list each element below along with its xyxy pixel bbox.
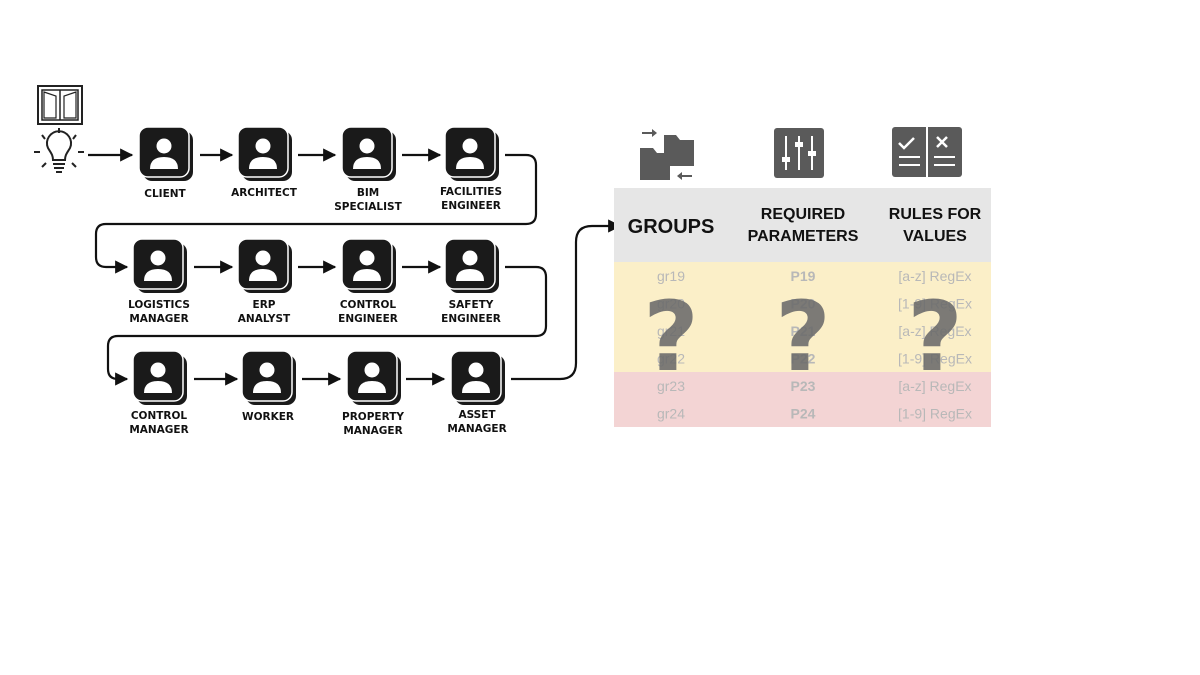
table-cell: [a-z] RegEx — [898, 323, 971, 339]
table-cell: P20 — [791, 296, 816, 312]
role-nodes: CLIENT ARCHITECT BIM SPECIALIST FACILITIES EN… — [128, 126, 507, 437]
role-label: MANAGER — [343, 425, 402, 437]
role-node-safety-engineer: SAFETY ENGINEER — [441, 238, 501, 325]
table-cell: P21 — [791, 323, 816, 339]
table-header-background — [614, 188, 991, 262]
table-cell: P22 — [791, 351, 816, 367]
user-card-icon — [132, 238, 187, 293]
table-row: gr22 P22 [1-9] RegEx — [614, 344, 991, 372]
role-node-control-engineer: CONTROL ENGINEER — [338, 238, 398, 325]
role-label: ERP — [253, 299, 276, 311]
column-header: GROUPS — [628, 216, 715, 238]
connector-arrow — [94, 153, 538, 274]
user-card-icon — [341, 126, 396, 181]
role-label: CLIENT — [144, 188, 186, 200]
question-mark-overlay: ? — [643, 281, 699, 393]
column-header: VALUES — [903, 228, 967, 245]
role-label: ENGINEER — [441, 313, 501, 325]
user-card-icon — [341, 238, 396, 293]
role-label: MANAGER — [447, 423, 506, 435]
role-label: ARCHITECT — [231, 187, 298, 199]
table-cell: [a-z] RegEx — [898, 378, 971, 394]
role-label: ENGINEER — [441, 200, 501, 212]
table-cell: gr19 — [657, 268, 685, 284]
role-label: PROPERTY — [342, 411, 404, 423]
table-cell: gr24 — [657, 406, 685, 422]
table-row: gr23 P23 [a-z] RegEx — [614, 372, 991, 400]
role-label: MANAGER — [129, 424, 188, 436]
window-icon — [37, 85, 83, 125]
connector-arrow — [106, 265, 548, 386]
connector-arrow — [511, 219, 622, 381]
role-node-erp-analyst: ERP ANALYST — [237, 238, 292, 325]
table-cell: [1-9] RegEx — [898, 351, 972, 367]
role-label: SAFETY — [449, 299, 494, 311]
role-node-control-manager: CONTROL MANAGER — [129, 350, 189, 436]
user-card-icon — [241, 350, 296, 405]
table-cell: P24 — [791, 406, 816, 422]
column-header: REQUIRED — [761, 206, 845, 223]
role-label: ASSET — [458, 409, 496, 421]
question-mark-overlay: ? — [775, 281, 831, 393]
user-card-icon — [132, 350, 187, 405]
role-label: MANAGER — [129, 313, 188, 325]
table-cell: [1-9] RegEx — [898, 406, 972, 422]
table-row: gr19 P19 [a-z] RegEx — [614, 262, 991, 290]
flow-connectors — [88, 148, 622, 386]
role-label: ENGINEER — [338, 313, 398, 325]
role-label: SPECIALIST — [334, 201, 402, 213]
role-label: FACILITIES — [440, 186, 502, 198]
role-node-facilities-engineer: FACILITIES ENGINEER — [440, 126, 502, 212]
table-row: gr20 P20 [1-9] RegEx — [614, 289, 991, 317]
table-cell: [a-z] RegEx — [898, 268, 971, 284]
role-node-logistics-manager: LOGISTICS MANAGER — [128, 238, 190, 325]
question-mark-overlay: ? — [907, 281, 963, 393]
role-label: WORKER — [242, 411, 294, 423]
lightbulb-icon — [34, 128, 84, 173]
column-header: RULES FOR — [889, 206, 982, 223]
table-cell: gr20 — [657, 296, 685, 312]
role-node-property-manager: PROPERTY MANAGER — [342, 350, 404, 437]
role-node-worker: WORKER — [241, 350, 296, 423]
table-cell: gr21 — [657, 323, 685, 339]
role-node-client: CLIENT — [138, 126, 193, 200]
role-label: LOGISTICS — [128, 299, 190, 311]
role-label: CONTROL — [340, 299, 397, 311]
role-label: CONTROL — [131, 410, 188, 422]
table-row: gr24 P24 [1-9] RegEx — [614, 399, 991, 427]
user-card-icon — [444, 126, 499, 181]
table-cell: gr22 — [657, 351, 685, 367]
column-header: PARAMETERS — [748, 228, 859, 245]
role-label: BIM — [357, 187, 379, 199]
table-cell: gr23 — [657, 378, 685, 394]
sliders-icon — [774, 128, 824, 178]
user-card-icon — [346, 350, 401, 405]
folders-transfer-icon — [640, 129, 694, 180]
role-node-architect: ARCHITECT — [231, 126, 298, 199]
table-cell: P23 — [791, 378, 816, 394]
role-node-bim-specialist: BIM SPECIALIST — [334, 126, 403, 213]
table-cell: [1-9] RegEx — [898, 296, 972, 312]
user-card-icon — [450, 350, 505, 405]
role-node-asset-manager: ASSET MANAGER — [447, 350, 507, 435]
user-card-icon — [237, 238, 292, 293]
table-cell: P19 — [791, 268, 816, 284]
parameter-table: GROUPS REQUIRED PARAMETERS RULES FOR VALUES g… — [614, 188, 991, 427]
role-label: ANALYST — [238, 313, 291, 325]
table-row: gr21 P21 [a-z] RegEx — [614, 317, 991, 345]
user-card-icon — [444, 238, 499, 293]
check-cross-list-icon — [892, 127, 962, 177]
user-card-icon — [237, 126, 292, 181]
user-card-icon — [138, 126, 193, 181]
